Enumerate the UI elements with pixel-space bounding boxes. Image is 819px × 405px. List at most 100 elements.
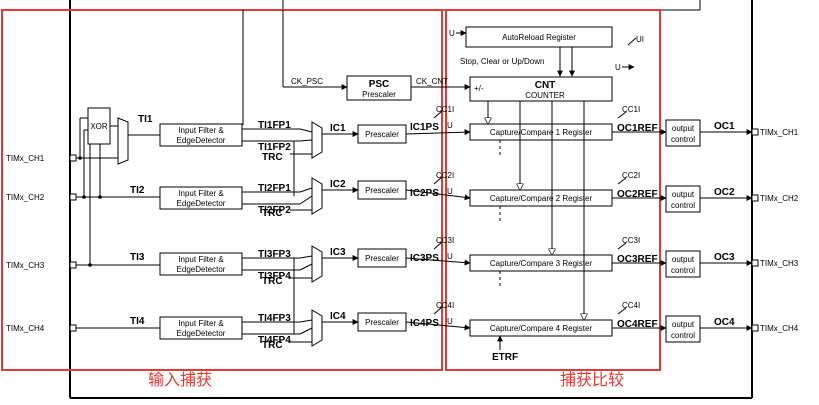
trc-label: TRC xyxy=(262,276,283,287)
update-event-label: U xyxy=(615,63,621,72)
ti1-mux xyxy=(117,117,129,165)
trc-label: TRC xyxy=(262,152,283,163)
output-control-label: control xyxy=(671,266,695,275)
ti-label: TI3 xyxy=(130,252,145,263)
input-filter xyxy=(159,186,243,210)
ti-label: TI2 xyxy=(130,185,145,196)
tifp-label: TI4FP4 xyxy=(258,335,291,346)
capture-compare-register-label: Capture/Compare 3 Register xyxy=(490,259,593,268)
psc-prescaler xyxy=(346,75,412,101)
psc-sub: Prescaler xyxy=(362,90,396,99)
output-control-label: output xyxy=(672,255,695,264)
ic-label: IC4 xyxy=(330,311,346,322)
update-event-label: U xyxy=(449,29,455,38)
input-filter-label: Input Filter & xyxy=(178,126,224,135)
ic-mux xyxy=(311,121,323,159)
input-filter-label: Input Filter & xyxy=(178,319,224,328)
input-pin xyxy=(69,261,77,269)
tifp-label: TI2FP1 xyxy=(258,183,291,194)
tifp-label: TI3FP4 xyxy=(258,271,291,282)
ocref-label: OC3REF xyxy=(617,254,658,265)
cci-label: CC3I xyxy=(622,236,640,245)
input-filter-label: Input Filter & xyxy=(178,189,224,198)
icps-label: IC3PS xyxy=(410,253,439,264)
input-filter-label: Input Filter & xyxy=(178,255,224,264)
autoreload-register xyxy=(465,26,613,48)
output-control xyxy=(665,250,701,278)
input-capture-region xyxy=(1,9,443,371)
update-event-label: U xyxy=(447,121,453,130)
output-pin xyxy=(751,194,759,202)
output-pin xyxy=(751,259,759,267)
input-pin-label: TIMx_CH4 xyxy=(6,324,45,333)
input-filter xyxy=(159,123,243,147)
icps-label: IC4PS xyxy=(410,318,439,329)
time-base: AutoReload Register U UI U Stop, Clear o… xyxy=(242,10,644,125)
input-filter-label: EdgeDetector xyxy=(177,199,226,208)
ic-mux xyxy=(311,309,323,347)
etrf-label: ETRF xyxy=(492,352,518,363)
output-pin-label: TIMx_CH3 xyxy=(760,259,799,268)
input-filter xyxy=(159,252,243,276)
output-pin xyxy=(751,324,759,332)
ti-label: TI1 xyxy=(138,114,153,125)
output-control-label: control xyxy=(671,135,695,144)
cci-label: CC3I xyxy=(436,236,454,245)
psc-title: PSC xyxy=(369,79,390,90)
ic-prescaler-label: Prescaler xyxy=(365,186,399,195)
input-filter-label: EdgeDetector xyxy=(177,265,226,274)
output-pin-label: TIMx_CH4 xyxy=(760,324,799,333)
update-event-label: U xyxy=(447,252,453,261)
ocref-label: OC1REF xyxy=(617,123,658,134)
ic-label: IC2 xyxy=(330,179,346,190)
cci-label: CC4I xyxy=(436,301,454,310)
tifp-label: TI3FP3 xyxy=(258,249,291,260)
ck-psc-label: CK_PSC xyxy=(291,77,323,86)
cci-label: CC2I xyxy=(436,171,454,180)
cci-label: CC2I xyxy=(622,171,640,180)
icps-label: IC2PS xyxy=(410,188,439,199)
ic-mux xyxy=(311,245,323,283)
plus-minus-label: +/- xyxy=(474,84,484,93)
cci-label: CC1I xyxy=(622,105,640,114)
ic-prescaler-label: Prescaler xyxy=(365,130,399,139)
cnt-title: CNT xyxy=(535,80,556,91)
oc-label: OC4 xyxy=(714,317,735,328)
output-pin-label: TIMx_CH1 xyxy=(760,128,799,137)
xor-gate: XOR xyxy=(87,107,111,145)
oc-label: OC3 xyxy=(714,252,735,263)
tifp-label: TI1FP1 xyxy=(258,120,291,131)
output-control xyxy=(665,119,701,147)
ocref-label: OC4REF xyxy=(617,319,658,330)
cnt-sub: COUNTER xyxy=(525,91,565,100)
output-control-label: output xyxy=(672,124,695,133)
cci-label: CC4I xyxy=(622,301,640,310)
ic-prescaler-label: Prescaler xyxy=(365,318,399,327)
ic-mux xyxy=(311,177,323,215)
xor-label: XOR xyxy=(90,122,108,131)
stop-clear-label: Stop, Clear or Up/Down xyxy=(460,57,544,66)
capture-compare-register-label: Capture/Compare 1 Register xyxy=(490,128,593,137)
tifp-label: TI4FP3 xyxy=(258,313,291,324)
input-pin-label: TIMx_CH3 xyxy=(6,261,45,270)
input-filter-label: EdgeDetector xyxy=(177,329,226,338)
trc-label: TRC xyxy=(262,208,283,219)
output-control-label: output xyxy=(672,190,695,199)
oc-label: OC1 xyxy=(714,121,735,132)
tifp-label: TI1FP2 xyxy=(258,142,291,153)
oc-label: OC2 xyxy=(714,187,735,198)
input-wiring xyxy=(76,117,160,329)
capture-compare-register-label: Capture/Compare 4 Register xyxy=(490,324,593,333)
ic-prescaler-label: Prescaler xyxy=(365,254,399,263)
ocref-label: OC2REF xyxy=(617,189,658,200)
input-filter xyxy=(159,316,243,340)
cci-label: CC1I xyxy=(436,105,454,114)
output-control-label: control xyxy=(671,331,695,340)
ui-label: UI xyxy=(636,35,644,44)
output-control xyxy=(665,185,701,213)
ck-cnt-label: CK_CNT xyxy=(416,77,448,86)
